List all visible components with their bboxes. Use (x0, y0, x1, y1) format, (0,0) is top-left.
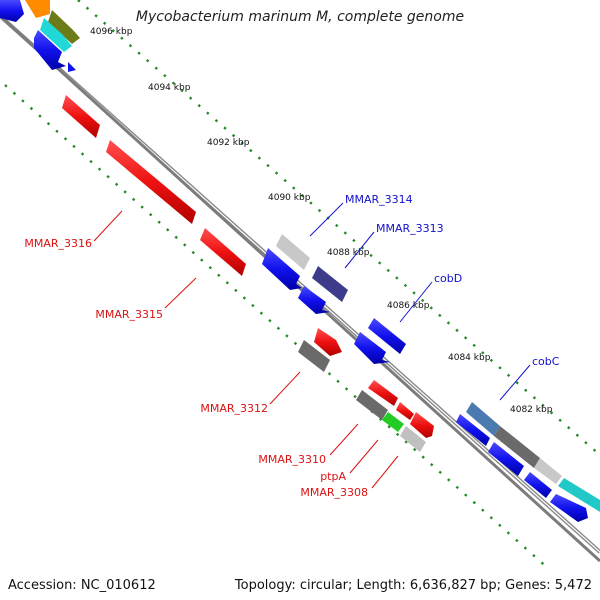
label-mmar-3308: MMAR_3308 (300, 486, 368, 499)
tick-label: 4096 kbp (90, 27, 133, 37)
gene-cluster-3310-3308 (356, 380, 434, 452)
gene-lower-right-blues (456, 414, 588, 522)
tick-label: 4084 kbp (448, 353, 491, 363)
label-mmar-3315: MMAR_3315 (95, 308, 163, 321)
gene-top-blue-3 (68, 62, 76, 72)
gene-mmar-3315 (200, 228, 246, 276)
tick-label: 4082 kbp (510, 405, 553, 415)
tick-label: 4092 kbp (207, 138, 250, 148)
tick-label: 4088 kbp (327, 248, 370, 258)
label-mmar-3316: MMAR_3316 (24, 237, 92, 250)
gene-mmar-3313 (298, 266, 348, 314)
gene-mmar-3316 (62, 95, 196, 224)
label-mmar-3313: MMAR_3313 (376, 222, 444, 235)
label-mmar-3314: MMAR_3314 (345, 193, 413, 206)
topology-text: Topology: circular; Length: 6,636,827 bp… (234, 578, 592, 593)
label-leader-lines (93, 202, 531, 489)
label-cobc: cobC (532, 355, 560, 368)
accession-text: Accession: NC_010612 (8, 578, 156, 593)
genome-backbone (0, 13, 600, 563)
gene-labels: MMAR_3314 MMAR_3313 cobD cobC MMAR_3316 … (24, 193, 559, 499)
label-cobd: cobD (434, 272, 462, 285)
dotted-tick-lines (4, 0, 600, 571)
tick-label: 4086 kbp (387, 301, 430, 311)
gene-cobd (354, 318, 406, 364)
label-mmar-3312: MMAR_3312 (200, 402, 268, 415)
genome-title: Mycobacterium marinum M, complete genome (135, 9, 465, 25)
gene-mmar-3314 (262, 234, 310, 290)
tick-label: 4094 kbp (148, 83, 191, 93)
kbp-tick-labels: 4096 kbp 4094 kbp 4092 kbp 4090 kbp 4088… (90, 27, 553, 415)
gene-top-blue-2 (34, 30, 66, 70)
gene-top-cyan (40, 18, 72, 52)
label-mmar-3310: MMAR_3310 (258, 453, 326, 466)
tick-label: 4090 kbp (268, 193, 311, 203)
gene-mmar-3312 (298, 328, 342, 372)
gene-top-blue-1 (0, 0, 24, 22)
gene-top-olive (48, 10, 80, 44)
gene-cobc (466, 402, 600, 512)
gene-top-orange (25, 0, 50, 18)
label-ptpa: ptpA (320, 470, 346, 483)
